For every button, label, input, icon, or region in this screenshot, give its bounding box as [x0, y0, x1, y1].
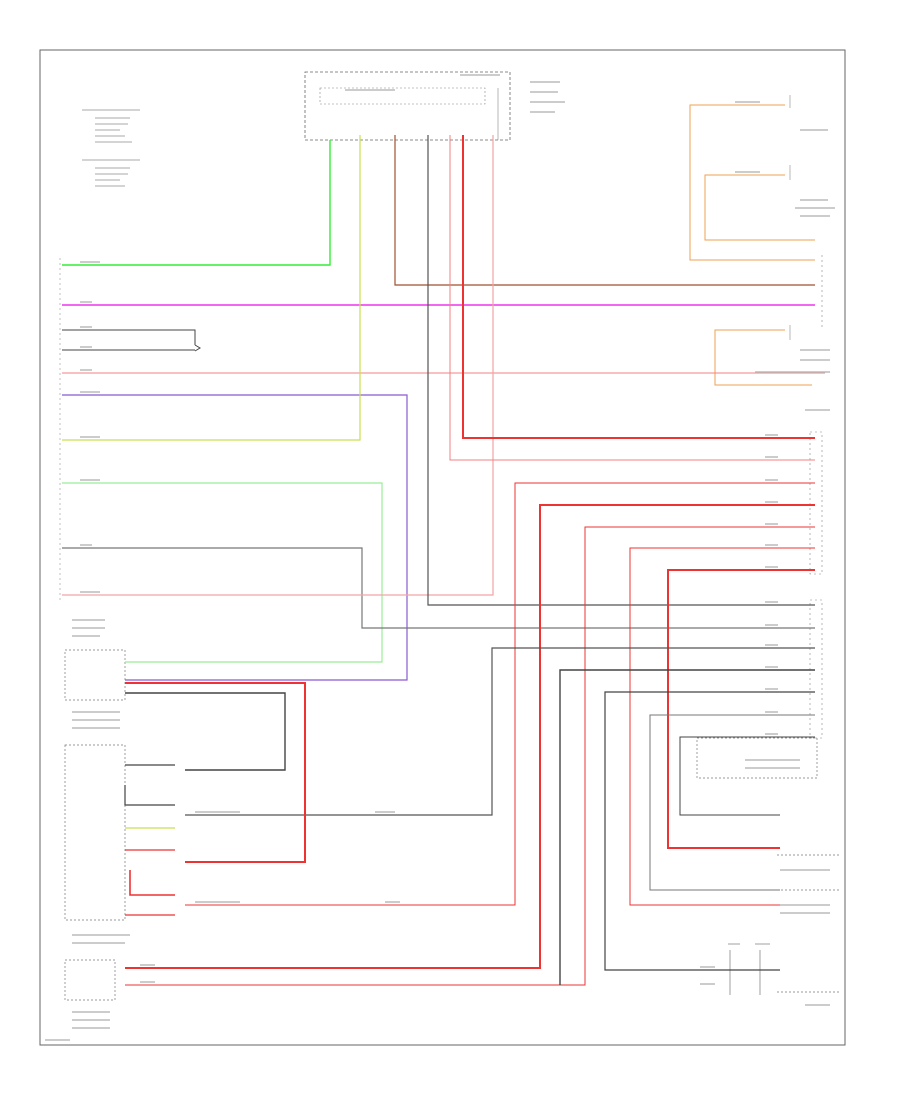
wire-purple — [62, 394, 408, 681]
wire-brown — [394, 135, 815, 286]
wire-black-sensor — [62, 329, 201, 352]
wire-gray-3 — [559, 669, 815, 985]
right-connector-column — [789, 95, 823, 739]
label-placeholders — [45, 74, 835, 1041]
wire-dark-left-component — [125, 692, 286, 771]
wire-red-5 — [125, 526, 815, 986]
left-components — [64, 649, 126, 1001]
wire-code-placeholders — [80, 101, 778, 985]
wire-green — [62, 140, 331, 266]
wire-pink-long — [62, 135, 494, 596]
wire-yellowgreen — [62, 135, 361, 441]
wire-gray-1 — [62, 547, 815, 629]
legend-notes — [82, 109, 140, 187]
wire-red-4 — [125, 504, 815, 969]
switch-internals — [124, 764, 175, 916]
wire-orange-2 — [704, 174, 815, 241]
wire-red-left-component — [125, 682, 306, 863]
wire-red-bold-1 — [462, 135, 815, 439]
wire-red-7 — [667, 569, 815, 849]
wire-orange-1 — [689, 104, 815, 261]
wire-lightgreen — [62, 482, 383, 663]
wire-red-6 — [629, 547, 815, 906]
wire-darkgray-vertical — [427, 135, 815, 606]
wire-red-2 — [449, 135, 815, 461]
wire-gray-5 — [649, 714, 815, 891]
wire-gray-6 — [679, 736, 815, 816]
right-components — [696, 737, 840, 995]
diagram-border — [39, 49, 846, 1046]
wire-orange-3 — [714, 329, 812, 386]
wire-red-3 — [185, 482, 815, 906]
top-connector — [304, 71, 511, 141]
wire-gray-2 — [185, 647, 815, 816]
wire-gray-4 — [604, 691, 815, 971]
